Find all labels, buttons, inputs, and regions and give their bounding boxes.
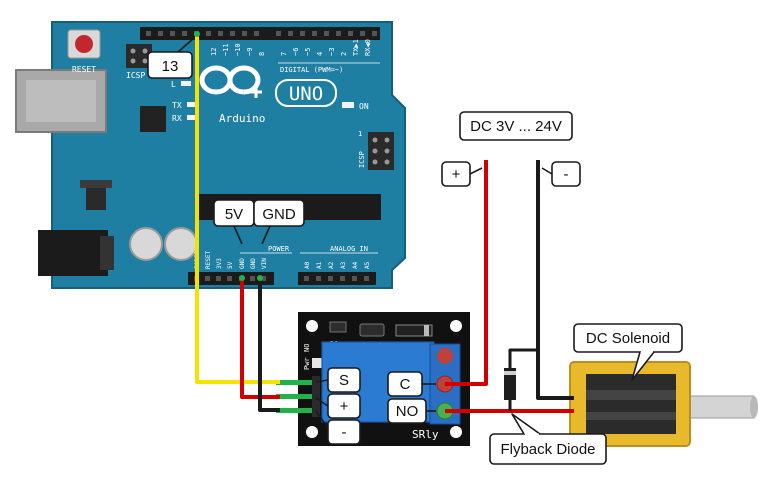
wire-diode-top [508, 348, 538, 368]
relay-resistor [359, 323, 385, 337]
dc-solenoid [569, 361, 758, 447]
callout-flyback-diode: Flyback Diode [489, 413, 607, 465]
relay-brand: SRly [412, 428, 439, 441]
arduino-text: Arduino [219, 112, 265, 125]
wire-supply-negative [536, 160, 574, 400]
callout-relay-plus: + [315, 393, 361, 419]
arduino-logo [199, 65, 262, 98]
flyback-diode-body [504, 368, 516, 400]
callout-relay-c: C [387, 371, 436, 397]
svg-text:DC Solenoid: DC Solenoid [586, 330, 670, 347]
digital-header-label: DIGITAL (PWM=~) [280, 66, 343, 74]
svg-text:4: 4 [316, 52, 324, 56]
svg-text:12: 12 [210, 48, 218, 56]
relay-no-label: NO [303, 344, 311, 352]
callout-supply-plus: + [441, 161, 483, 187]
capacitor-left [129, 227, 163, 261]
svg-text:DC 3V ... 24V: DC 3V ... 24V [470, 118, 562, 135]
callout-supply-minus: - [541, 161, 581, 187]
digital-header [140, 27, 380, 40]
l-label: L [171, 80, 176, 89]
callout-relay-no: NO [387, 398, 436, 424]
svg-text:13: 13 [162, 58, 179, 75]
arduino-uno-board: RESET ICSP 12 ~11 ~10 ~9 8 7 ~6 [15, 21, 406, 289]
svg-text:RX◀0: RX◀0 [364, 39, 372, 56]
analog-pin-labels: A0 A1 A2 A3 A4 A5 [304, 261, 371, 269]
relay-module: R1 Pwr NO SRly [276, 312, 470, 446]
relay-input-header [276, 376, 320, 417]
svg-text:~3: ~3 [328, 48, 336, 56]
wire-signal-yellow [195, 34, 280, 384]
relay-transistor [329, 321, 347, 333]
solenoid-plunger [679, 395, 755, 419]
wire-5v-red [240, 278, 280, 399]
regulator [86, 186, 106, 210]
callout-relay-minus: - [315, 410, 361, 445]
svg-text:~6: ~6 [292, 48, 300, 56]
svg-text:5V: 5V [225, 206, 243, 223]
uno-text: UNO [289, 83, 323, 105]
svg-text:S: S [339, 372, 349, 389]
svg-text:8: 8 [258, 52, 266, 56]
wires [194, 31, 574, 413]
svg-text:+: + [452, 166, 461, 183]
wire-gnd-black [258, 278, 280, 412]
svg-text:NO: NO [396, 403, 419, 420]
svg-text:~5: ~5 [304, 48, 312, 56]
svg-text:+: + [340, 398, 349, 415]
svg-text:GND: GND [250, 258, 257, 269]
svg-text:-: - [342, 424, 347, 441]
relay-onboard-diode [395, 324, 433, 337]
capacitor-right [164, 227, 198, 261]
svg-text:GND: GND [262, 206, 296, 223]
pwr-label: Pwr [303, 357, 311, 370]
power-jack [38, 230, 108, 276]
wire-supply-positive [445, 160, 488, 386]
uno-badge [275, 79, 337, 107]
power-header-label: POWER [268, 245, 290, 253]
rx-label: RX [172, 114, 182, 123]
callout-dc-supply: DC 3V ... 24V [459, 111, 573, 141]
svg-text:A2: A2 [328, 261, 335, 269]
svg-text:2: 2 [340, 52, 348, 56]
digital-pin-labels: 12 ~11 ~10 ~9 8 7 ~6 ~5 4 ~3 2 TX▶1 RX◀0 [210, 39, 372, 56]
svg-text:A5: A5 [364, 261, 371, 269]
on-label: ON [359, 102, 369, 111]
svg-text:1: 1 [358, 130, 362, 138]
svg-text:A1: A1 [316, 261, 323, 269]
svg-text:Flyback Diode: Flyback Diode [500, 441, 595, 458]
callout-pin-13: 13 [147, 37, 195, 79]
callout-gnd: GND [253, 199, 305, 245]
arduino-pcb [51, 21, 406, 289]
svg-text:C: C [400, 376, 411, 393]
svg-text:~11: ~11 [222, 43, 230, 56]
usb-chip [140, 106, 166, 132]
svg-text:~10: ~10 [234, 43, 242, 56]
svg-text:-: - [564, 166, 569, 183]
callout-dc-solenoid: DC Solenoid [573, 323, 683, 381]
svg-text:A4: A4 [352, 261, 359, 269]
svg-text:3V3: 3V3 [216, 258, 223, 269]
svg-text:RESET: RESET [205, 251, 212, 269]
analog-header [298, 272, 376, 285]
analog-header-label: ANALOG IN [330, 245, 368, 253]
tx-label: TX [172, 101, 182, 110]
svg-text:TX▶1: TX▶1 [352, 39, 360, 56]
svg-text:A3: A3 [340, 261, 347, 269]
icsp-right-label: ICSP [358, 151, 366, 168]
terminal-screw-top [437, 348, 453, 364]
svg-text:7: 7 [280, 52, 288, 56]
digital-header-pins [146, 31, 377, 36]
svg-text:VIN: VIN [261, 258, 268, 269]
svg-text:~9: ~9 [246, 48, 254, 56]
reset-label: RESET [72, 65, 96, 74]
svg-text:A0: A0 [304, 261, 311, 269]
svg-text:5V: 5V [227, 261, 234, 269]
icsp-label: ICSP [126, 71, 145, 80]
solenoid-coil [586, 374, 676, 434]
svg-text:GND: GND [239, 258, 246, 269]
callout-relay-s: S [315, 367, 361, 393]
icsp-header-right [368, 132, 394, 170]
